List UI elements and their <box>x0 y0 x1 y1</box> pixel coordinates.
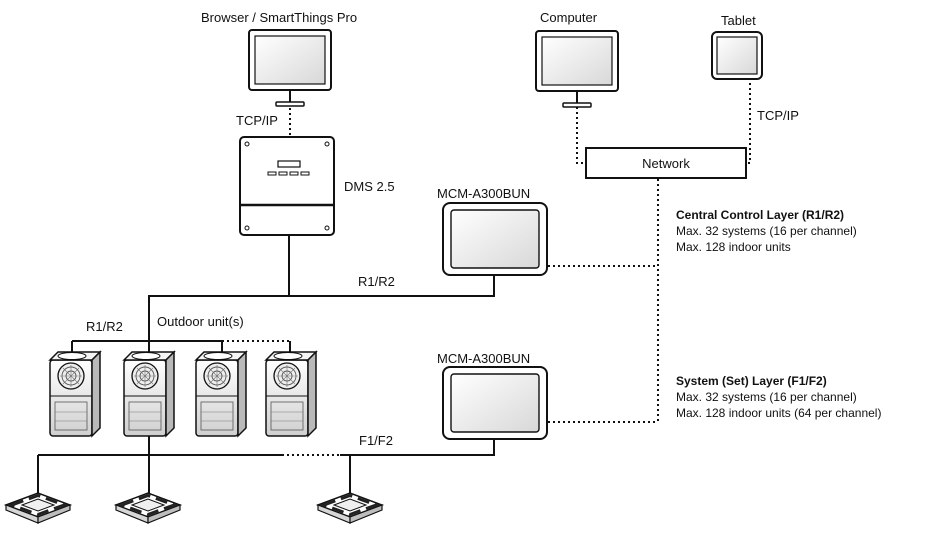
mcm-controller-icon <box>442 366 548 440</box>
indoor-cassette-icon <box>114 491 182 525</box>
central-layer-info: Central Control Layer (R1/R2) Max. 32 sy… <box>676 207 857 255</box>
mcm-top-label: MCM-A300BUN <box>437 186 531 201</box>
outdoor-unit-icon <box>265 351 317 437</box>
outdoor-unit-icon <box>123 351 175 437</box>
outdoor-unit-icon <box>195 351 247 437</box>
indoor-cassette-icon <box>316 491 384 525</box>
central-layer-title: Central Control Layer (R1/R2) <box>676 208 845 222</box>
r1r2-outdoor-label: R1/R2 <box>86 319 123 334</box>
tcpip-left-label: TCP/IP <box>236 113 278 128</box>
r1r2-bus-wire <box>148 274 495 372</box>
mcm-bottom-label: MCM-A300BUN <box>437 351 531 366</box>
tcpip-right-label: TCP/IP <box>757 108 799 123</box>
computer-monitor-icon <box>535 30 619 108</box>
system-layer-line1: Max. 32 systems (16 per channel) <box>676 390 857 404</box>
dms-label: DMS 2.5 <box>344 179 395 194</box>
f1f2-mcm-wire <box>340 438 495 456</box>
tablet-label: Tablet <box>721 13 756 28</box>
tablet-network-link <box>747 83 751 164</box>
outdoor-unit-icon <box>49 351 101 437</box>
indoor-cassette-icon <box>4 491 72 525</box>
system-layer-title: System (Set) Layer (F1/F2) <box>676 374 827 388</box>
browser-monitor-icon <box>248 29 332 107</box>
central-layer-line2: Max. 128 indoor units <box>676 240 791 254</box>
central-layer-line1: Max. 32 systems (16 per channel) <box>676 224 857 238</box>
network-label: Network <box>642 155 690 171</box>
browser-label: Browser / SmartThings Pro <box>201 10 358 25</box>
computer-network-link <box>576 107 585 164</box>
computer-label: Computer <box>540 10 598 25</box>
mcm-controller-icon <box>442 202 548 276</box>
r1r2-main-label: R1/R2 <box>358 274 395 289</box>
dms-controller-icon <box>239 136 335 236</box>
tablet-icon <box>711 31 763 80</box>
system-layer-info: System (Set) Layer (F1/F2) Max. 32 syste… <box>676 373 881 421</box>
outdoor-units-label: Outdoor unit(s) <box>157 314 244 329</box>
system-layer-line2: Max. 128 indoor units (64 per channel) <box>676 406 882 420</box>
network-box: Network <box>585 147 747 179</box>
f1f2-label: F1/F2 <box>359 433 393 448</box>
